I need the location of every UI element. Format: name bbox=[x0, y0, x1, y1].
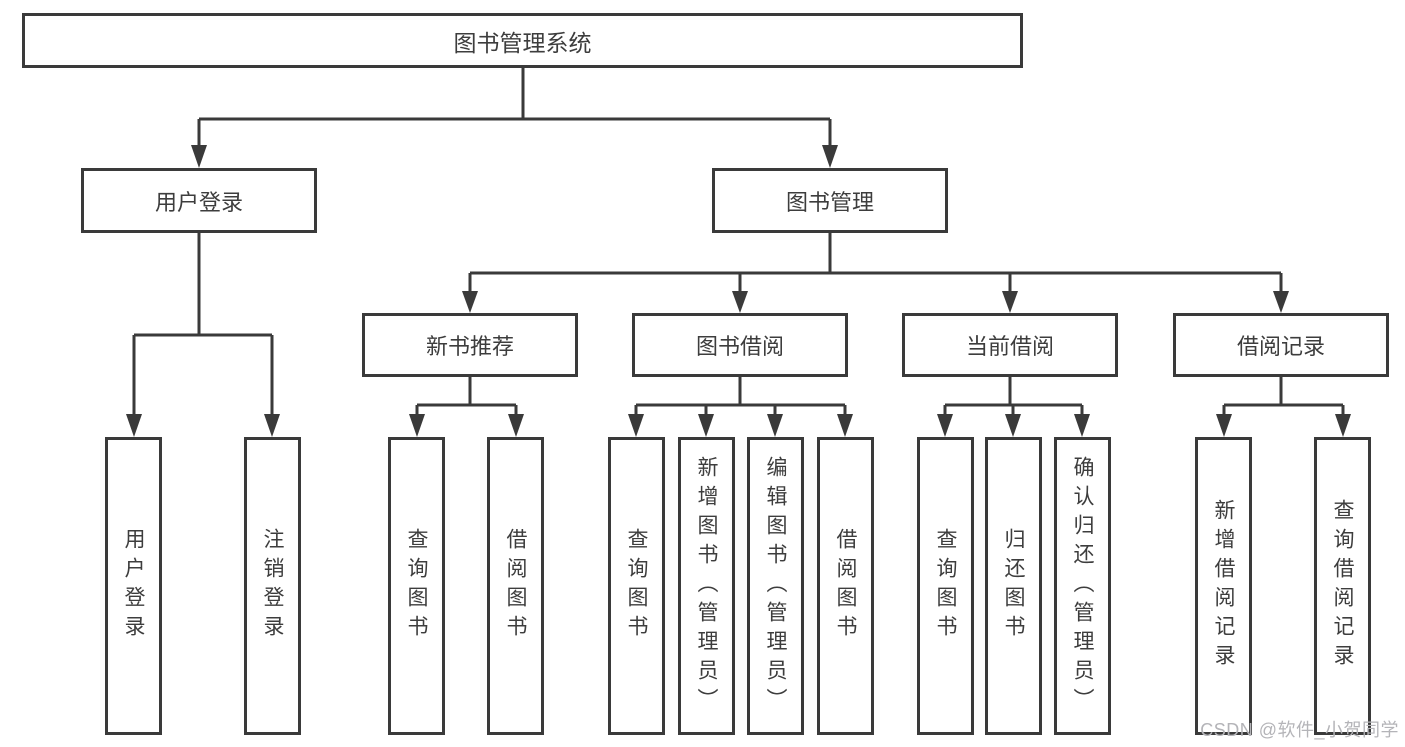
leaf-logout: 注销登录 bbox=[244, 437, 301, 735]
node-current-borrowing: 当前借阅 bbox=[902, 313, 1118, 377]
leaf-confirm-return-admin: 确认归还（管理员） bbox=[1054, 437, 1111, 735]
leaf-query-books-borrowing: 查询图书 bbox=[608, 437, 665, 735]
leaf-query-borrow-record: 查询借阅记录 bbox=[1314, 437, 1371, 735]
csdn-watermark: CSDN @软件_小贺同学 bbox=[1200, 720, 1399, 740]
node-new-book-recommendation: 新书推荐 bbox=[362, 313, 578, 377]
leaf-query-books-recommend: 查询图书 bbox=[388, 437, 445, 735]
node-borrowing-records: 借阅记录 bbox=[1173, 313, 1389, 377]
leaf-query-books-current: 查询图书 bbox=[917, 437, 974, 735]
leaf-borrow-books-recommend: 借阅图书 bbox=[487, 437, 544, 735]
node-library-management-system: 图书管理系统 bbox=[22, 13, 1023, 68]
leaf-borrow-books-borrowing: 借阅图书 bbox=[817, 437, 874, 735]
leaf-add-borrow-record: 新增借阅记录 bbox=[1195, 437, 1252, 735]
node-book-borrowing: 图书借阅 bbox=[632, 313, 848, 377]
leaf-return-books: 归还图书 bbox=[985, 437, 1042, 735]
node-user-login: 用户登录 bbox=[81, 168, 317, 233]
leaf-add-books-admin: 新增图书（管理员） bbox=[678, 437, 735, 735]
leaf-edit-books-admin: 编辑图书（管理员） bbox=[747, 437, 804, 735]
leaf-user-login: 用户登录 bbox=[105, 437, 162, 735]
node-book-management: 图书管理 bbox=[712, 168, 948, 233]
